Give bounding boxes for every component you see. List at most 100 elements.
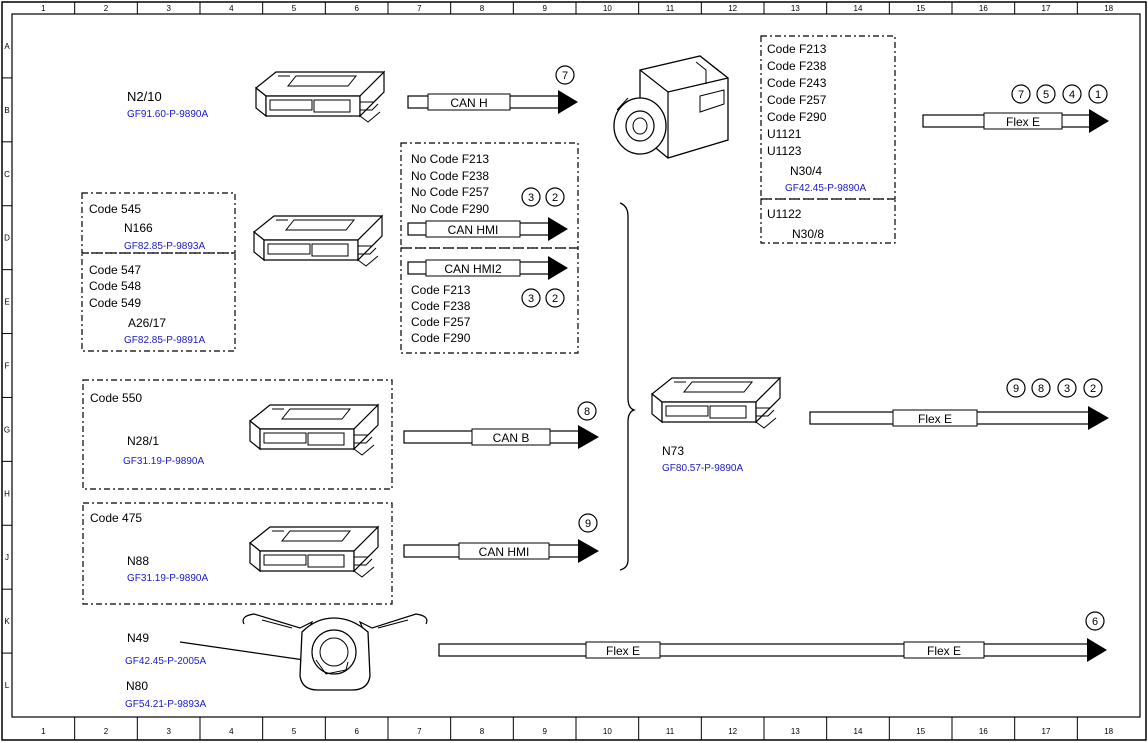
esp-unit-drawing [613,55,729,159]
row-label: L [5,681,10,690]
n2-10-module[interactable]: N2/10 GF91.60-P-9890A [127,71,385,123]
row-label: F [5,362,10,371]
flex-e-bottom-bus[interactable]: Flex E Flex E 6 [438,611,1107,662]
n88-ref-link[interactable]: GF31.19-P-9890A [127,573,208,584]
a26-17-code-box: Code 547 Code 548 Code 549 A26/17 GF82.8… [81,252,236,352]
n73-module[interactable]: N73 GF80.57-P-9890A [651,377,781,474]
hmi-group-b-box: Code F213 Code F238 Code F257 Code F290 … [400,247,579,354]
can-hmi-group-a-bus[interactable]: CAN HMI [407,217,568,241]
column-label: 3 [166,4,171,13]
svg-text:Code 547 Code 548: Code 547 Code 548 Code 549 [89,263,144,310]
a26-17-label: A26/17 [128,316,166,330]
hmi-b-code: Code F213 [411,283,471,297]
n30-4-ref-link[interactable]: GF42.45-P-9890A [785,183,866,194]
n28-1-code-box: Code 550 N28/1 GF31.19-P-9890A [82,379,393,490]
flex-e-top-circle: 1 [1095,89,1101,101]
column-label: 11 [666,4,675,13]
hmi-a-code: No Code F213 [411,152,489,166]
svg-text:No Code F213 No Code F23: No Code F213 No Code F238 No Code F257 N… [411,152,492,216]
svg-text:Code F213 Code F238: Code F213 Code F238 Code F257 Code F290 [411,283,474,345]
n30-4-code: Code F257 [767,93,827,107]
hmi-a-code: No Code F290 [411,202,489,216]
row-label: G [4,425,10,434]
flex-e-top-circle: 7 [1018,89,1024,101]
flex-e-top-circle: 4 [1069,89,1075,101]
n30-8-code-box: U1122 N30/8 [760,198,896,244]
hmi-a-circle: 2 [552,192,558,204]
n80-ref-link[interactable]: GF54.21-P-9893A [125,699,206,710]
bus-group-brace [619,202,637,571]
a26-17-code: Code 547 [89,263,141,277]
flex-e-mid-bus[interactable]: Flex E 9 8 3 2 [809,378,1109,430]
column-label: 2 [104,727,109,736]
flex-e-bottom-label: Flex E [606,644,640,658]
column-label: 16 [979,727,988,736]
n73-ref-link[interactable]: GF80.57-P-9890A [662,463,743,474]
n166-code: Code 545 [89,202,141,216]
row-label: J [5,553,9,562]
n30-4-code: U1123 [767,144,802,158]
can-b-bus[interactable]: CAN B 8 [403,401,599,449]
column-label: 10 [603,727,612,736]
n30-4-code: Code F243 [767,76,827,90]
n166-label: N166 [124,221,153,235]
n28-1-label: N28/1 [127,434,159,448]
n28-1-code: Code 550 [90,391,142,405]
row-label: A [4,42,10,51]
column-label: 12 [728,4,737,13]
hmi-b-circle: 2 [552,293,558,305]
column-label: 4 [229,727,234,736]
can-hmi-label: CAN HMI [448,223,499,237]
can-hmi-n88-circle: 9 [585,518,591,530]
can-hmi-n88-bus[interactable]: CAN HMI 9 [403,513,599,563]
column-label: 9 [542,4,547,13]
n30-4-label: N30/4 [790,164,822,178]
flex-e-mid-circle: 9 [1013,383,1019,395]
column-label: 6 [354,4,359,13]
can-b-circle: 8 [584,406,590,418]
column-label: 18 [1104,727,1113,736]
can-b-label: CAN B [493,431,530,445]
n49-ref-link[interactable]: GF42.45-P-2005A [125,656,206,667]
column-label: 8 [480,4,485,13]
row-label: B [4,106,9,115]
hmi-b-code: Code F290 [411,331,471,345]
n30-4-code: Code F213 [767,42,827,56]
column-label: 14 [854,4,863,13]
row-ticks [2,77,12,654]
flex-e-top-label: Flex E [1006,115,1040,129]
column-label: 8 [480,727,485,736]
column-label: 15 [916,727,925,736]
can-hmi2-bus[interactable]: CAN HMI2 [407,256,568,280]
n2-10-ref-link[interactable]: GF91.60-P-9890A [127,109,208,120]
hmi-b-circle: 3 [528,293,534,305]
control-unit-icon [651,377,781,429]
row-label: H [4,489,10,498]
can-h-bus[interactable]: CAN H 7 [407,65,578,114]
n49-label: N49 [127,631,149,645]
svg-text:Code F213 Code F238: Code F213 Code F238 Code F243 Code F257 … [767,42,830,158]
flex-e-mid-circle: 2 [1090,383,1096,395]
can-hmi-n88-label: CAN HMI [479,545,530,559]
column-label: 13 [791,4,800,13]
n73-label: N73 [662,444,684,458]
column-label: 3 [166,727,171,736]
n2-10-label: N2/10 [127,89,162,104]
control-unit-icon [253,215,383,267]
column-label: 13 [791,727,800,736]
control-unit-icon [255,71,385,123]
flex-e-top-bus[interactable]: Flex E 7 5 4 1 [922,84,1109,133]
n166-ref-link[interactable]: GF82.85-P-9893A [124,241,205,252]
column-label: 15 [916,4,925,13]
a26-17-ref-link[interactable]: GF82.85-P-9891A [124,335,205,346]
column-ticks [74,2,1078,740]
control-unit-icon [249,404,379,456]
n30-8-code: U1122 [767,207,802,221]
column-label: 14 [854,727,863,736]
n28-1-ref-link[interactable]: GF31.19-P-9890A [123,456,204,467]
column-label: 12 [728,727,737,736]
steering-column-module[interactable]: N49 GF42.45-P-2005A N80 GF54.21-P-9893A [125,613,428,710]
